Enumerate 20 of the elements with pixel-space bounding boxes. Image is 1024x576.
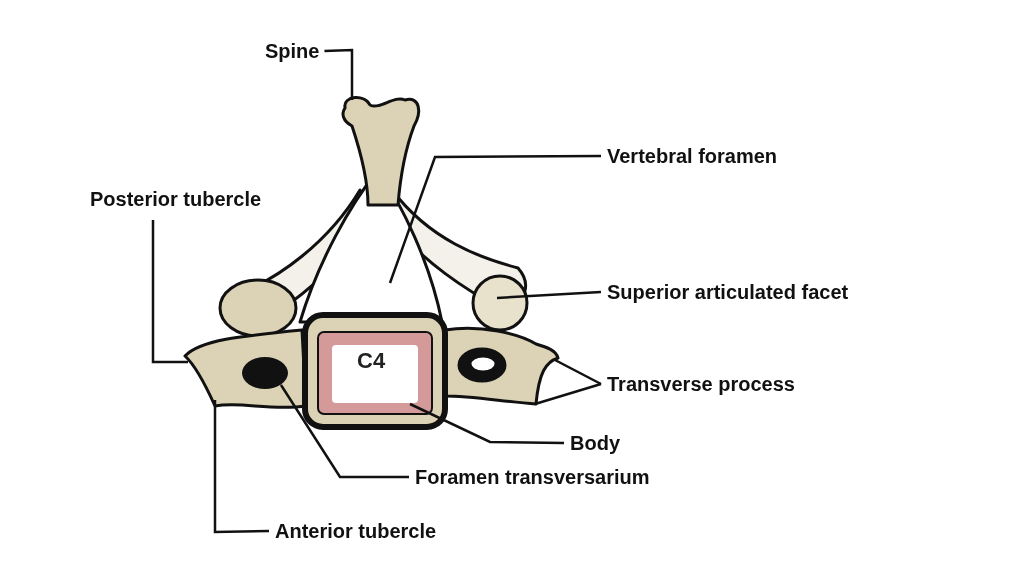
leader-line [496,290,602,300]
part-label: Body [570,430,620,456]
leader-line [213,400,270,534]
part-label: Anterior tubercle [275,518,437,544]
part-label: Transverse process [607,371,795,397]
leader-line [388,154,601,284]
leader-line [279,384,409,479]
leader-line [324,48,354,100]
vertebra-level-label: C4 [357,348,386,374]
leader-line [151,220,188,364]
foramen-hole [242,357,288,389]
leader-line [409,402,564,445]
part-label: Foramen transversarium [415,464,650,490]
vertebral-body [332,345,418,403]
leader-line [554,358,602,386]
part-label: Superior articulated facet [607,279,849,305]
part-label: Spine [265,38,320,64]
part-label: Vertebral foramen [607,143,778,169]
leader-line [534,382,602,406]
part-label: Posterior tubercle [90,186,262,212]
